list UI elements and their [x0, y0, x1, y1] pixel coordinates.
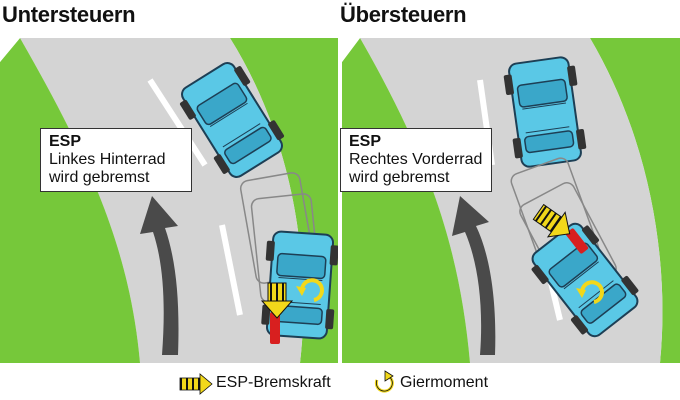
panel-oversteer	[342, 38, 680, 363]
info-box-heading: ESP	[349, 133, 382, 150]
lane-marking	[219, 224, 243, 316]
info-box-understeer: ESP Linkes Hinterrad wird gebremst	[40, 128, 192, 192]
yaw-moment-icon	[576, 280, 604, 304]
direction-arrow	[140, 196, 179, 355]
panel-understeer	[0, 38, 341, 363]
panel-title-understeer: Untersteuern	[2, 2, 136, 27]
info-box-line: wird gebremst	[49, 169, 150, 186]
lane-marking	[147, 78, 208, 167]
brake-force-arrow	[260, 282, 294, 319]
info-box-line: wird gebremst	[349, 169, 450, 186]
grass-right-inner	[342, 38, 470, 363]
direction-arrow	[452, 196, 496, 355]
grass-right-outer	[590, 38, 680, 363]
braked-wheel	[565, 228, 589, 254]
grass-left-inner	[0, 38, 140, 363]
legend: ESP-Bremskraft Giermoment	[170, 370, 530, 398]
panel-divider	[338, 38, 342, 363]
info-box-oversteer: ESP Rechtes Vorderrad wird gebremst	[340, 128, 492, 192]
braked-wheel	[270, 312, 280, 344]
info-box-line: Rechtes Vorderrad	[349, 151, 483, 168]
info-box-heading: ESP	[49, 133, 82, 150]
car-upper	[501, 54, 589, 170]
panel-title-oversteer: Übersteuern	[340, 2, 467, 27]
striped-arrow-icon	[179, 373, 213, 395]
yaw-moment-icon	[296, 278, 324, 302]
legend-yaw-label: Giermoment	[400, 374, 489, 391]
info-box-line: Linkes Hinterrad	[49, 151, 166, 168]
legend-brake-label: ESP-Bremskraft	[216, 374, 331, 391]
curved-arrow-icon	[374, 370, 394, 393]
brake-force-arrow	[532, 203, 571, 238]
